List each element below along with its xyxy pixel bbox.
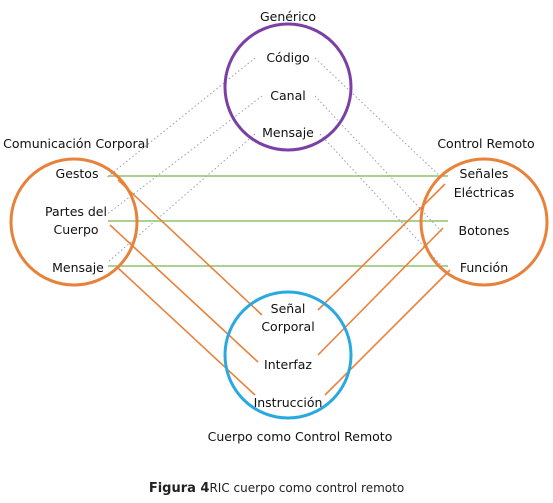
green-connectors — [108, 175, 448, 267]
bottom-instruccion: Instrucción — [254, 395, 323, 410]
body-gestos: Gestos — [56, 166, 99, 181]
remote-botones: Botones — [459, 223, 510, 238]
orange-botones-interfaz — [317, 227, 444, 356]
caption-text: RIC cuerpo como control remoto — [209, 481, 405, 495]
bottom-interfaz: Interfaz — [264, 357, 312, 372]
generic-codigo: Código — [266, 50, 309, 65]
generic-mensaje: Mensaje — [262, 125, 314, 140]
body-partes-line2: Cuerpo — [53, 222, 98, 237]
generic-canal: Canal — [270, 88, 305, 103]
body-partes-line1: Partes del — [45, 204, 107, 219]
figure-caption: Figura 4RIC cuerpo como control remoto — [0, 481, 553, 496]
remote-funcion: Función — [460, 260, 508, 275]
orange-mensaje-instruccion — [117, 267, 256, 396]
bottom-senal-line1: Señal — [271, 301, 306, 316]
body-as-remote-title: Cuerpo como Control Remoto — [208, 429, 393, 444]
bottom-senal-line2: Corporal — [261, 319, 314, 334]
remote-control-circle — [419, 157, 549, 287]
orange-funcion-instruccion — [324, 269, 451, 396]
dotted-canal-partes — [105, 95, 263, 216]
orange-connectors — [109, 179, 451, 396]
remote-senales-line2: Eléctricas — [454, 185, 515, 200]
generic-title: Genérico — [260, 9, 316, 24]
dotted-codigo-senales — [314, 57, 443, 179]
dotted-canal-botones — [314, 95, 443, 233]
dotted-mensaje-mensaje — [107, 133, 256, 263]
remote-senales-line1: Señales — [460, 166, 509, 181]
orange-gestos-senal — [117, 179, 263, 316]
remote-control-title: Control Remoto — [437, 136, 534, 151]
caption-figure-number: Figura 4 — [148, 481, 210, 496]
body-mensaje: Mensaje — [52, 260, 104, 275]
body-as-remote-circle — [223, 290, 353, 420]
body-communication-title: Comunicación Corporal — [3, 136, 149, 151]
orange-partes-interfaz — [109, 224, 259, 363]
generic-circle — [223, 22, 353, 152]
body-communication-circle — [9, 157, 139, 287]
ric-diagram: Genérico Comunicación Corporal Control R… — [3, 9, 549, 444]
dotted-connectors — [105, 57, 443, 267]
